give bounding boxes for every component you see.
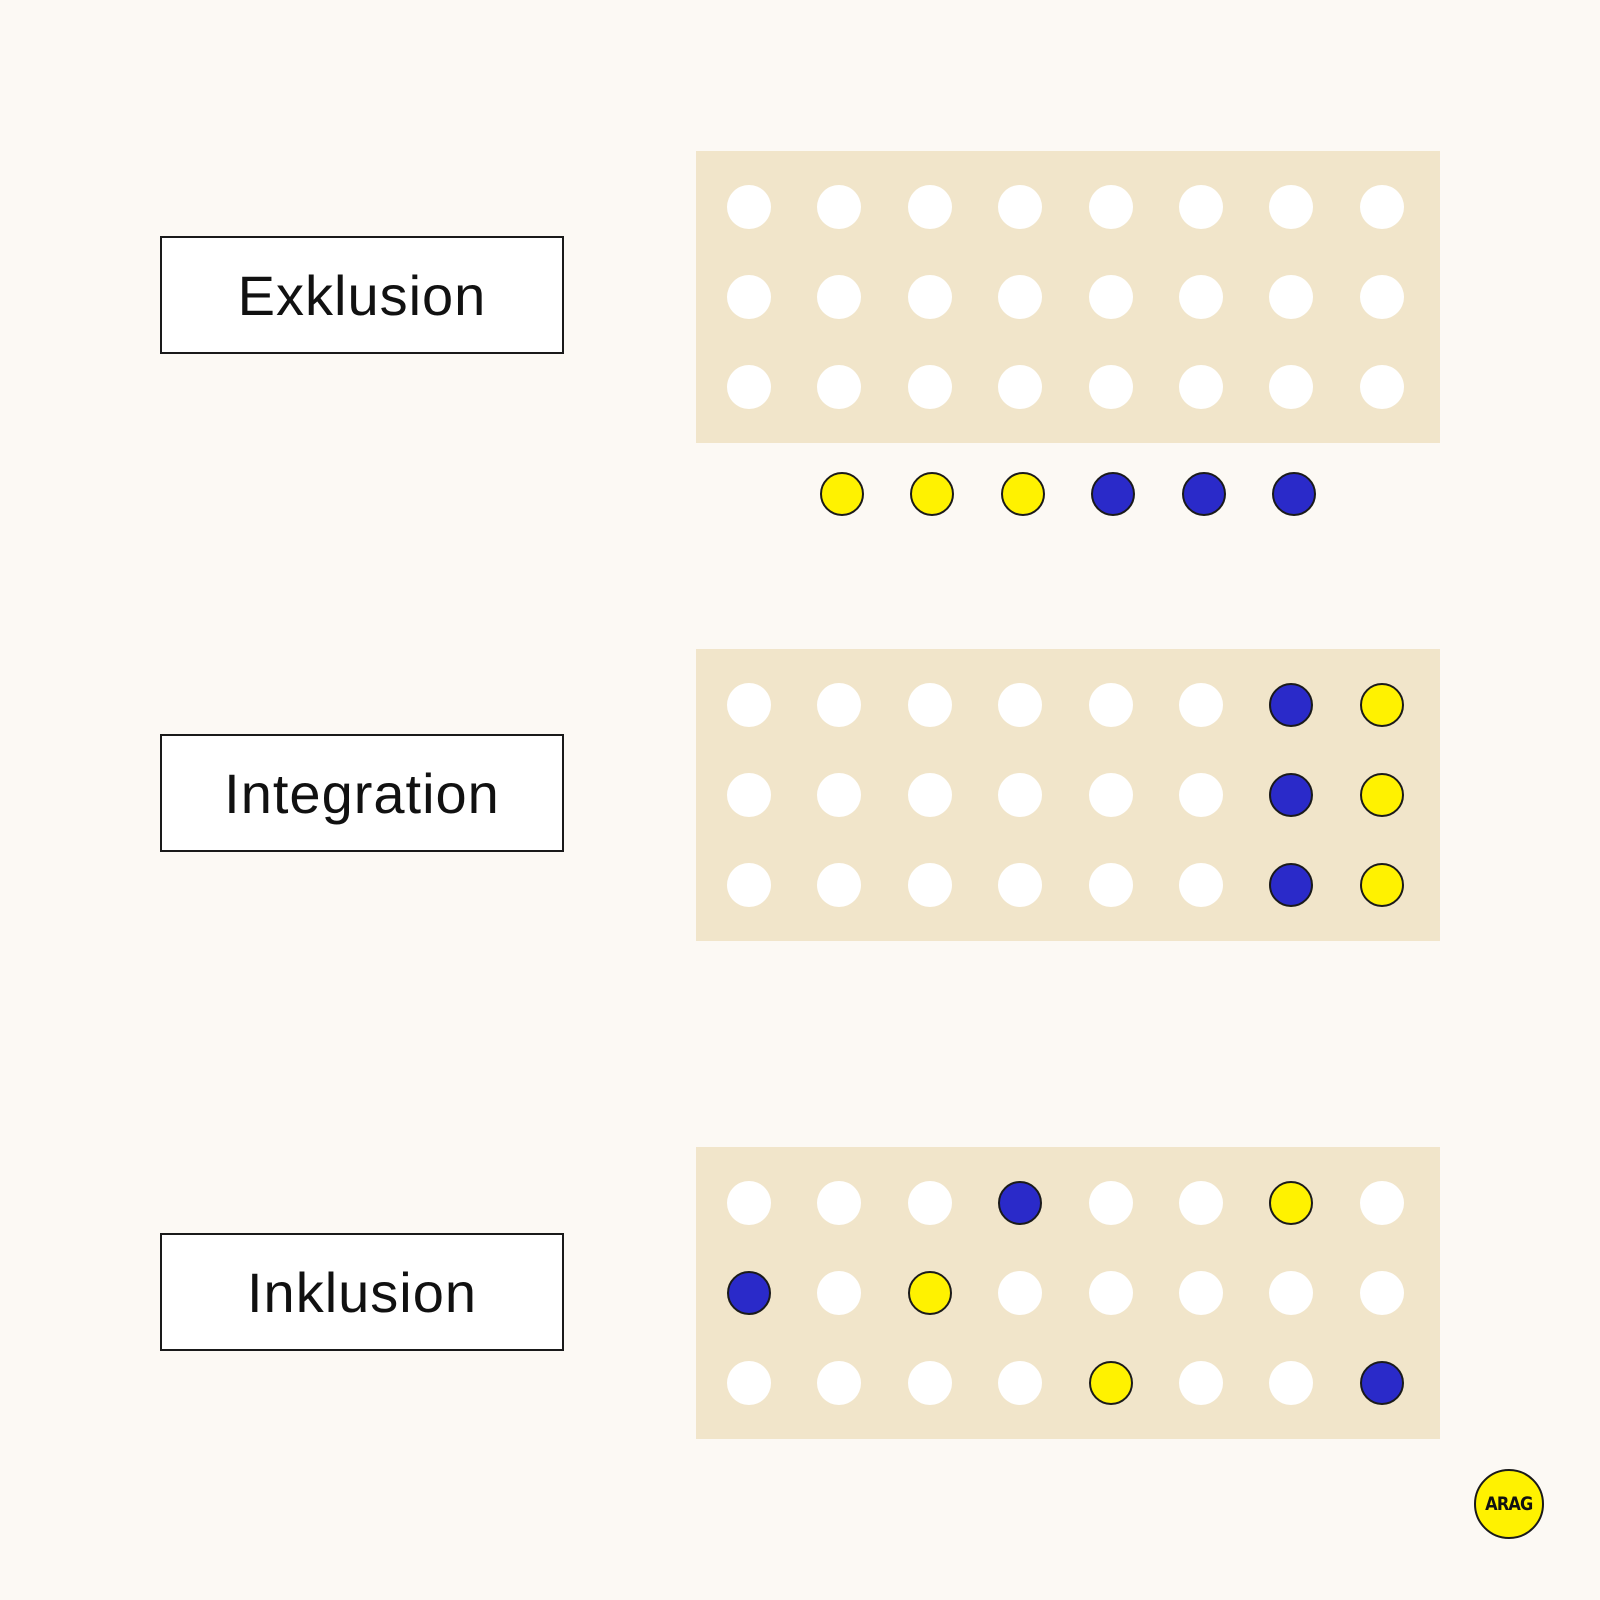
label-exklusion: Exklusion: [237, 263, 487, 327]
dot-white: [727, 185, 771, 229]
dot-white: [1179, 275, 1223, 319]
dot-white: [998, 185, 1043, 229]
label-box-integration: Integration: [160, 734, 564, 852]
dot-white: [727, 1361, 771, 1405]
dot-white: [998, 1361, 1043, 1405]
dot-white: [907, 365, 952, 409]
dot-white: [817, 275, 862, 319]
dot-white: [907, 863, 952, 907]
dot-blue: [1269, 863, 1314, 907]
dot-white: [907, 185, 952, 229]
dot-white: [727, 275, 771, 319]
dot-white: [1088, 1181, 1133, 1225]
dot-white: [998, 1271, 1043, 1315]
dot-white: [1269, 1361, 1314, 1405]
dot-white: [727, 773, 771, 817]
dot-blue: [727, 1271, 771, 1315]
dot-yellow: [1269, 1181, 1314, 1225]
dot-white: [1179, 1181, 1223, 1225]
dot-white: [817, 773, 862, 817]
dot-white: [1359, 365, 1404, 409]
grid-panel-exklusion: [696, 151, 1440, 443]
outside-dot-yellow: [910, 472, 955, 516]
dot-yellow: [1088, 1361, 1133, 1405]
dot-white: [1088, 683, 1133, 727]
dot-blue: [1269, 683, 1314, 727]
dot-white: [907, 1361, 952, 1405]
dot-white: [1179, 1271, 1223, 1315]
dot-white: [727, 365, 771, 409]
dot-white: [1179, 185, 1223, 229]
dot-white: [998, 365, 1043, 409]
outside-dot-blue: [1272, 472, 1316, 516]
dot-white: [1269, 1271, 1314, 1315]
dot-white: [817, 683, 862, 727]
dot-white: [907, 1181, 952, 1225]
label-inklusion: Inklusion: [246, 1260, 478, 1324]
dot-white: [1088, 773, 1133, 817]
label-integration: Integration: [224, 761, 500, 825]
outside-dot-yellow: [820, 472, 864, 516]
dot-white: [907, 275, 952, 319]
label-box-exklusion: Exklusion: [160, 236, 564, 354]
dot-white: [817, 1181, 862, 1225]
dot-white: [1088, 365, 1133, 409]
dot-white: [1359, 185, 1404, 229]
dot-white: [1269, 275, 1314, 319]
dot-white: [1179, 365, 1223, 409]
dot-yellow: [1359, 683, 1404, 727]
dot-white: [1359, 1271, 1404, 1315]
label-box-inklusion: Inklusion: [160, 1233, 564, 1351]
outside-dot-yellow: [1000, 472, 1045, 516]
dot-white: [907, 773, 952, 817]
dot-white: [907, 683, 952, 727]
dot-yellow: [1359, 863, 1404, 907]
dot-yellow: [1359, 773, 1404, 817]
arag-logo: ARAG: [1474, 1469, 1544, 1539]
dot-white: [998, 863, 1043, 907]
grid-panel-integration: [696, 649, 1440, 941]
dot-white: [1269, 185, 1314, 229]
dot-white: [1269, 365, 1314, 409]
dot-yellow: [907, 1271, 952, 1315]
dot-white: [1088, 1271, 1133, 1315]
dot-white: [727, 683, 771, 727]
dot-white: [817, 365, 862, 409]
outside-dot-blue: [1181, 472, 1226, 516]
dot-white: [727, 863, 771, 907]
dot-white: [1179, 863, 1223, 907]
dot-blue: [1269, 773, 1314, 817]
dot-white: [998, 275, 1043, 319]
dot-white: [1179, 1361, 1223, 1405]
dot-white: [1088, 863, 1133, 907]
dot-white: [1088, 275, 1133, 319]
dot-blue: [998, 1181, 1043, 1225]
dot-white: [998, 773, 1043, 817]
dot-white: [1179, 773, 1223, 817]
dot-white: [998, 683, 1043, 727]
dot-white: [727, 1181, 771, 1225]
dot-white: [1359, 275, 1404, 319]
dot-white: [817, 1361, 862, 1405]
arag-logo-text: ARAG: [1485, 1493, 1533, 1515]
dot-white: [817, 863, 862, 907]
outside-dot-blue: [1091, 472, 1136, 516]
dot-white: [1359, 1181, 1404, 1225]
dot-white: [1179, 683, 1223, 727]
dot-white: [1088, 185, 1133, 229]
grid-panel-inklusion: [696, 1147, 1440, 1439]
dot-white: [817, 1271, 862, 1315]
dot-white: [817, 185, 862, 229]
dot-blue: [1359, 1361, 1404, 1405]
